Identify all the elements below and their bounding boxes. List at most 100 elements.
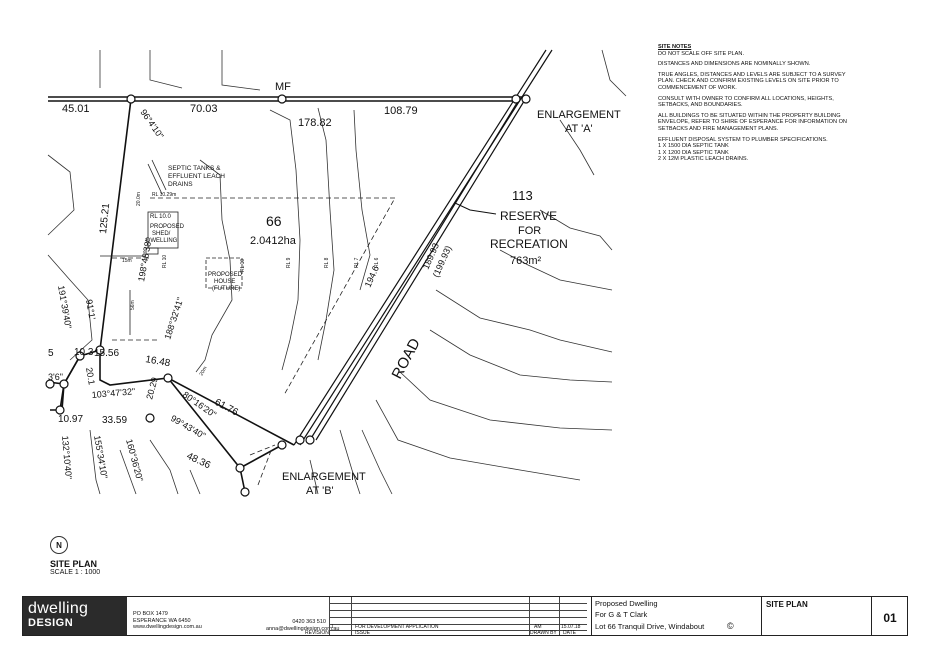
bearing-label: 108.79 bbox=[384, 105, 418, 117]
survey-pegs bbox=[45, 94, 531, 497]
survey-peg bbox=[59, 379, 69, 389]
site-note: EFFLUENT DISPOSAL SYSTEM TO PLUMBER SPEC… bbox=[658, 136, 828, 143]
site-plan-drawing: 45.01 70.03 108.79 178.82 125.21 96°4'10… bbox=[45, 49, 627, 497]
reserve-area: 763m² bbox=[510, 255, 542, 267]
bearing-label: 15.56 bbox=[94, 348, 119, 359]
project-address: Lot 66 Tranquil Drive, Windabout bbox=[595, 622, 705, 631]
site-notes-title: SITE NOTES bbox=[658, 44, 692, 50]
bearing-label: 45.01 bbox=[62, 103, 90, 115]
reserve-label: RESERVE bbox=[500, 209, 557, 223]
company-contact: 0420 363 510 anna@dwellingdesign.com.au bbox=[266, 619, 340, 632]
site-note: CONSULT WITH OWNER TO CONFIRM ALL LOCATI… bbox=[658, 95, 834, 109]
email-address: anna@dwellingdesign.com.au bbox=[266, 625, 340, 632]
bearing-label: 96°4'10" bbox=[138, 107, 165, 140]
phone-number: 0420 363 510 bbox=[292, 619, 326, 625]
survey-peg bbox=[95, 345, 105, 355]
contour-level-label: RL 10 bbox=[162, 255, 168, 268]
project-name: Proposed Dwelling bbox=[595, 599, 658, 608]
contour-level-label: RL 7 bbox=[354, 257, 360, 268]
sheet-number: 01 bbox=[883, 611, 897, 625]
bearing-label: 155°34'10" bbox=[92, 435, 109, 480]
reserve-leader bbox=[454, 202, 497, 215]
septic-spec: 1 X 1200 DIA SEPTIC TANK bbox=[658, 149, 729, 156]
house-label: (FUTURE) bbox=[212, 286, 240, 292]
shed-label: SHED/ bbox=[152, 231, 171, 237]
legend-title: SITE PLAN bbox=[50, 559, 98, 569]
revision-issue: FOR DEVELOPMENT APPLICATION bbox=[355, 624, 439, 630]
contour-level-label: RL 9 bbox=[286, 257, 292, 268]
lot-number: 66 bbox=[266, 213, 282, 229]
revision-drawn-by: AM bbox=[534, 624, 542, 630]
survey-peg bbox=[145, 413, 155, 423]
revision-date: 15.07.18 bbox=[561, 624, 581, 630]
dimension-label: 20m bbox=[199, 366, 209, 377]
address-line: ESPERANCE WA 6450 bbox=[133, 617, 191, 624]
bearing-label: 10.3 bbox=[74, 347, 94, 358]
mf-label: MF bbox=[275, 81, 291, 93]
site-note: TRUE ANGLES, DISTANCES AND LEVELS ARE SU… bbox=[658, 71, 846, 91]
site-note: DISTANCES AND DIMENSIONS ARE NOMINALLY S… bbox=[658, 61, 811, 68]
revision-table: 1 FOR DEVELOPMENT APPLICATION AM 15.07.1… bbox=[305, 597, 587, 636]
sheet-title-cell: SITE PLAN bbox=[761, 597, 870, 635]
survey-peg bbox=[45, 379, 55, 389]
enlargement-b-label: ENLARGEMENT bbox=[282, 471, 366, 483]
bearing-label: 160°36'20" bbox=[124, 438, 145, 483]
dimension-label: 20.0m bbox=[136, 192, 142, 206]
site-note: ALL BUILDINGS TO BE SITUATED WITHIN THE … bbox=[658, 112, 847, 132]
rl-label: RL 10.29m bbox=[152, 192, 176, 198]
proposed-buildings bbox=[100, 159, 243, 335]
survey-peg bbox=[163, 373, 173, 383]
site-notes: SITE NOTES DO NOT SCALE OFF SITE PLAN. D… bbox=[658, 44, 858, 163]
bearing-label: 91°1' bbox=[84, 299, 97, 321]
bearing-label: 70.03 bbox=[190, 103, 218, 115]
bearing-label: 103°47'32" bbox=[91, 386, 135, 400]
project-client: For G & T Clark bbox=[595, 610, 648, 619]
bearing-label: 3'6" bbox=[48, 372, 63, 382]
road-boundary bbox=[293, 49, 553, 446]
bearing-label: 125.21 bbox=[98, 202, 112, 234]
legend-scale: SCALE 1 : 1000 bbox=[50, 569, 101, 576]
survey-peg bbox=[55, 405, 65, 415]
shed-label: DWELLING bbox=[146, 238, 178, 244]
project-info: Proposed Dwelling For G & T Clark Lot 66… bbox=[591, 597, 760, 635]
logo-text: DESIGN bbox=[28, 617, 74, 629]
survey-peg bbox=[305, 435, 315, 445]
bearing-label: 188°32'41" bbox=[162, 296, 185, 341]
contour-level-label: RL 6 bbox=[374, 257, 380, 268]
survey-peg bbox=[235, 463, 245, 473]
bearing-label: 20.1 bbox=[84, 367, 97, 386]
enlargement-a-label: ENLARGEMENT bbox=[537, 109, 621, 121]
survey-peg bbox=[521, 94, 531, 104]
survey-peg bbox=[295, 435, 305, 445]
sheet-number-cell: 01 bbox=[871, 597, 908, 635]
contour-level-label: RL 8 bbox=[324, 257, 330, 268]
site-note: DO NOT SCALE OFF SITE PLAN. bbox=[658, 50, 744, 57]
bearing-label: 5 bbox=[48, 348, 54, 359]
survey-peg bbox=[240, 487, 250, 497]
bearing-label: 33.59 bbox=[102, 415, 127, 426]
company-logo: dwelling DESIGN bbox=[23, 597, 127, 635]
contour-lines bbox=[47, 49, 627, 495]
north-arrow-icon: N bbox=[50, 536, 68, 554]
dimension-label: 56m bbox=[130, 300, 136, 310]
company-address: PO BOX 1479 ESPERANCE WA 6450 www.dwelli… bbox=[133, 611, 202, 631]
revision-number: 1 bbox=[331, 624, 334, 630]
col-header-date: DATE bbox=[563, 630, 576, 636]
enlargement-b-label: AT 'B' bbox=[306, 485, 334, 497]
survey-peg bbox=[75, 351, 85, 361]
logo-text: dwelling bbox=[28, 600, 89, 617]
survey-peg bbox=[511, 94, 521, 104]
copyright-icon: © bbox=[727, 621, 734, 631]
sheet-title: SITE PLAN bbox=[766, 600, 808, 609]
bearing-label: 16.48 bbox=[144, 354, 171, 369]
bearing-label: 48.36 bbox=[185, 451, 213, 472]
shed-label: PROPOSED bbox=[150, 224, 185, 230]
bearing-label: 178.82 bbox=[298, 117, 332, 129]
reserve-label: RECREATION bbox=[490, 237, 568, 251]
septic-spec: 1 X 1500 DIA SEPTIC TANK bbox=[658, 143, 729, 150]
survey-peg bbox=[277, 440, 287, 450]
plan-legend: N SITE PLAN SCALE 1 : 1000 bbox=[50, 536, 100, 576]
lot-boundary bbox=[47, 96, 526, 493]
website-link: www.dwellingdesign.com.au bbox=[133, 624, 202, 630]
